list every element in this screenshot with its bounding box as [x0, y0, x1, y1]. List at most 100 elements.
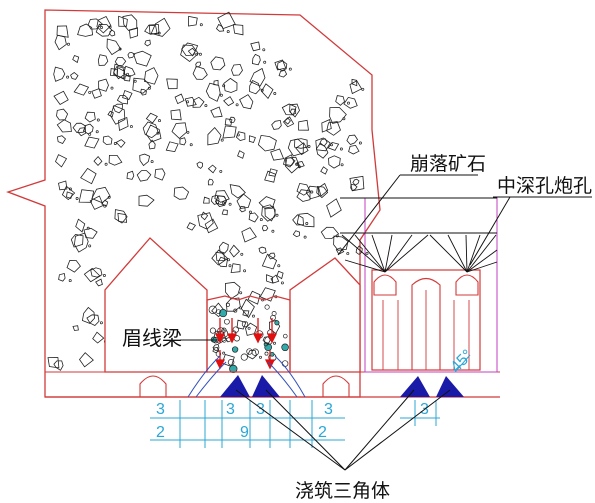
draw-point-fragment: [274, 320, 280, 326]
rock-fragment: [257, 134, 277, 152]
rock-fragment: [113, 63, 126, 79]
rock-fragment: [229, 116, 236, 123]
rock-fragment: [216, 195, 228, 206]
caved-ore-label: 崩落矿石: [410, 153, 486, 175]
rock-pebble: [273, 92, 277, 95]
rock-fragment: [108, 154, 123, 166]
draw-point-fragment: [233, 308, 238, 313]
rock-fragment: [221, 354, 235, 368]
rock-fragment: [187, 47, 196, 57]
draw-point-fragment: [208, 305, 217, 314]
rock-fragment: [114, 209, 128, 224]
rock-fragment: [274, 59, 287, 71]
rock-fragment: [75, 218, 86, 233]
rock-fragment: [77, 23, 94, 37]
rock-fragment: [204, 218, 219, 234]
rock-fragment: [295, 142, 309, 156]
rock-pebble: [68, 187, 72, 191]
rock-fragment: [83, 227, 98, 239]
rock-pebble: [239, 291, 243, 295]
rock-fragment: [242, 310, 250, 317]
rock-fragment: [96, 15, 112, 34]
rock-fragment: [81, 306, 95, 324]
cast-triangle-2: [252, 375, 280, 397]
rock-fragment: [270, 148, 285, 161]
rock-fragment: [128, 27, 139, 39]
rock-fragment: [90, 267, 103, 278]
rock-fragment: [145, 112, 158, 124]
rock-pebble: [277, 264, 281, 268]
dimension-lines: [150, 354, 471, 448]
rock-fragment: [335, 95, 345, 106]
rock-fragment: [298, 119, 309, 131]
left-drift: [104, 237, 208, 373]
rock-fragment: [114, 57, 127, 67]
rock-pebble: [243, 269, 247, 273]
dim-top-right: 3: [324, 401, 333, 418]
cast-triangle-leaders: [235, 389, 451, 471]
rock-fragment: [230, 263, 241, 274]
rock-fragment: [73, 232, 89, 253]
rock-fragment: [232, 24, 244, 36]
rock-fragment: [329, 107, 347, 124]
rock-fragment: [113, 65, 126, 80]
rock-pebble: [273, 341, 276, 345]
rock-fragment: [170, 109, 182, 121]
rock-fragment: [352, 178, 360, 186]
rock-fragment: [215, 251, 225, 262]
rock-fragment: [84, 111, 96, 123]
rock-fragment: [214, 195, 227, 207]
right-center-pillar: [411, 277, 441, 370]
rock-fragment: [165, 141, 179, 153]
draw-point-opening: [206, 295, 291, 373]
draw-point-fragment: [216, 309, 221, 315]
rock-fragment: [318, 182, 329, 197]
rock-fragment: [89, 195, 104, 210]
rock-fragment: [56, 108, 69, 121]
rock-fragment: [266, 274, 273, 284]
rock-fragment: [148, 139, 156, 150]
rock-fragment: [123, 65, 136, 78]
rock-fragment: [102, 135, 113, 145]
rock-pebble: [280, 281, 284, 285]
rock-pebble: [220, 138, 224, 142]
rock-fragment: [55, 154, 68, 168]
rock-pebble: [271, 229, 275, 233]
rock-pebble: [95, 130, 99, 134]
rock-fragment: [343, 96, 358, 109]
rock-fragment: [348, 144, 360, 155]
rock-pebble: [358, 141, 362, 145]
rock-fragment: [320, 166, 328, 175]
draw-point-fragment: [281, 343, 289, 352]
rock-pebble: [86, 226, 90, 230]
rock-fragment: [142, 121, 159, 139]
rock-pebble: [361, 87, 365, 91]
stope-boundary: [364, 197, 498, 373]
draw-point-fragment: [251, 348, 259, 356]
rock-fragment: [53, 66, 66, 82]
drift-arch-1: [139, 375, 167, 397]
rock-fragment: [251, 53, 261, 66]
rock-fragment: [154, 168, 166, 181]
rock-fragment: [98, 78, 109, 92]
rock-fragment: [351, 78, 358, 87]
rock-fragment: [84, 136, 100, 149]
rock-fragment: [292, 214, 304, 226]
draw-point-fragment: [264, 351, 269, 356]
rock-fragment: [250, 41, 261, 52]
rock-fragment: [248, 135, 256, 143]
rock-fragment: [145, 124, 162, 143]
rock-fragment: [213, 79, 219, 86]
draw-point-fragment: [219, 309, 228, 318]
rock-pebble: [235, 103, 239, 107]
ore-funnel-lines: [187, 355, 306, 398]
rock-fragment: [287, 138, 304, 157]
rock-fragment: [319, 138, 328, 147]
rock-pebble: [303, 235, 307, 239]
rock-fragment: [215, 23, 225, 32]
rock-fragment: [221, 209, 228, 216]
rock-fragment: [258, 246, 267, 254]
rock-fragment: [72, 54, 80, 64]
pillar-lines: [382, 290, 470, 370]
rock-fragment: [181, 42, 199, 57]
